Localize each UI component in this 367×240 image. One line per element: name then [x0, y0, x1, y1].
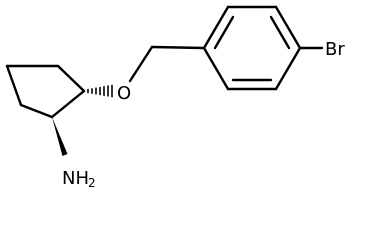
bond-ch2-aryl: [150, 45, 206, 50]
cyclopentane-ring: [5, 64, 86, 119]
aromatic-bond: [274, 46, 302, 91]
amine-subscript: 2: [88, 176, 96, 190]
aromatic-bond: [202, 5, 230, 50]
chemical-structure: O Br NH 2: [5, 5, 345, 190]
aromatic-bond: [202, 46, 230, 91]
ring-bond-c5-c1: [56, 64, 86, 93]
amine-atom-label: NH: [62, 168, 89, 189]
ring-bond-c3-c4: [5, 64, 23, 107]
bond-o-ch2: [128, 45, 154, 83]
hashed-wedge-bond-c1-o: [87, 84, 113, 98]
ring-bond-c2-c3: [19, 103, 54, 119]
aromatic-bond: [274, 5, 302, 50]
benzene-ring: [202, 5, 302, 91]
oxygen-atom-label: O: [117, 83, 131, 104]
aromatic-inner-bond: [213, 15, 235, 50]
ring-bond-c1-c2: [50, 89, 86, 119]
solid-wedge-bond-c2-n: [52, 117, 68, 156]
bromine-atom-label: Br: [325, 39, 345, 60]
aromatic-inner-bond: [269, 15, 291, 50]
